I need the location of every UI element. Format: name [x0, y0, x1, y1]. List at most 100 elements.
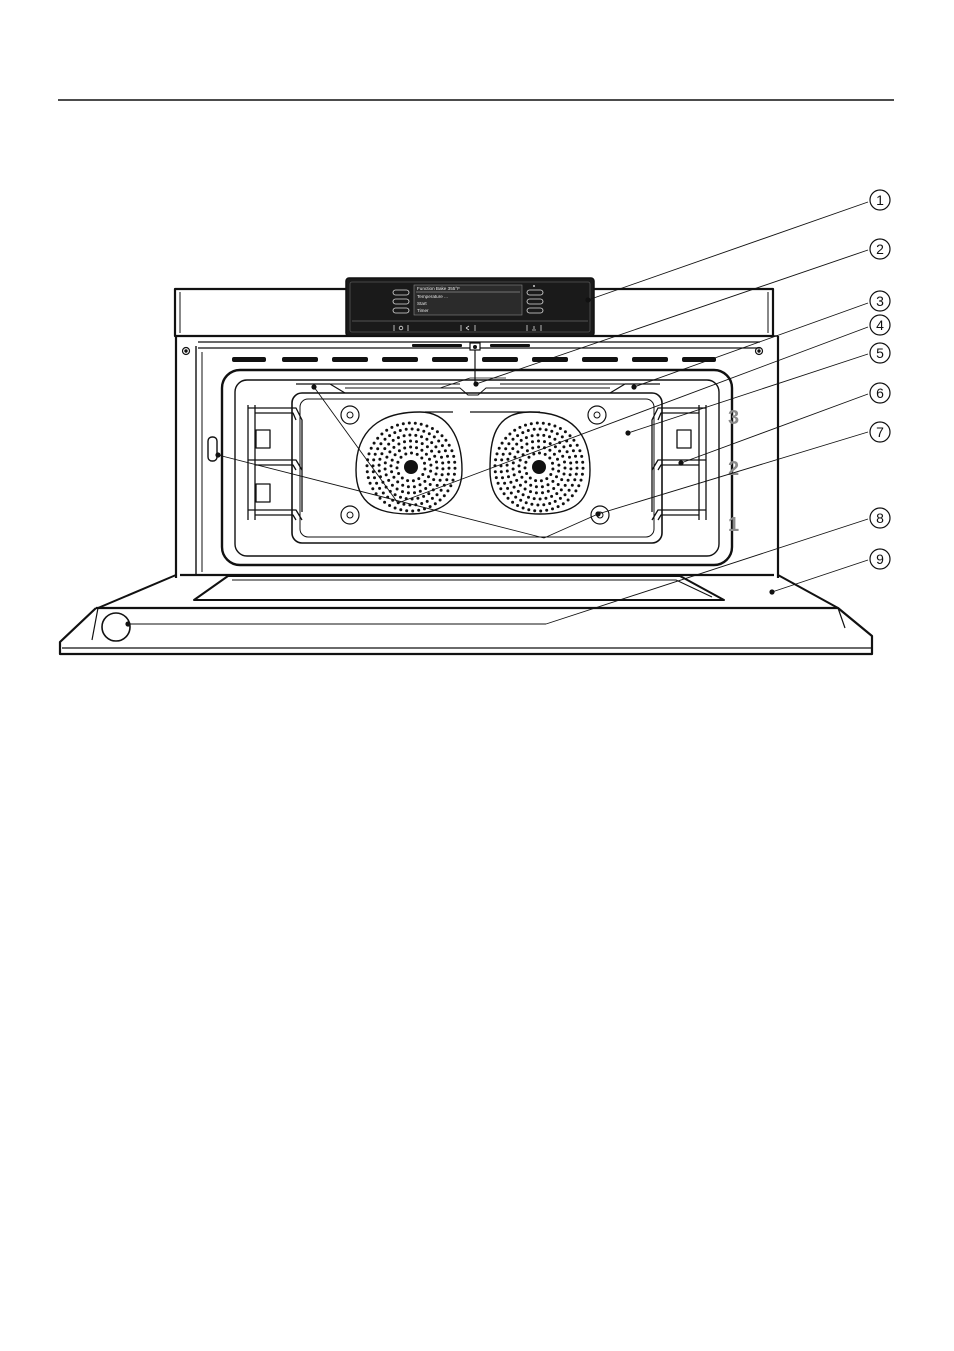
- perforation-dot: [519, 499, 522, 502]
- perforation-dot: [414, 422, 417, 425]
- perforation-dot: [506, 487, 509, 490]
- perforation-dot: [540, 479, 543, 482]
- perforation-dot: [379, 442, 382, 445]
- perforation-dot: [573, 478, 576, 481]
- perforation-dot: [556, 458, 559, 461]
- perforation-dot: [557, 505, 560, 508]
- perforation-dot: [503, 482, 506, 485]
- perforation-dot: [404, 453, 407, 456]
- perforation-dot: [425, 453, 428, 456]
- perforation-dot: [431, 427, 434, 430]
- perforation-dot: [401, 477, 404, 480]
- perforation-dot: [535, 491, 538, 494]
- perforation-dot: [564, 430, 567, 433]
- perforation-dot: [520, 439, 523, 442]
- display-line-4: Timer: [417, 308, 429, 313]
- perforation-dot: [494, 470, 497, 473]
- perforation-dot: [520, 446, 523, 449]
- perforation-dot: [384, 461, 387, 464]
- perforation-dot: [449, 484, 452, 487]
- perforation-dot: [368, 452, 371, 455]
- perforation-dot: [518, 426, 521, 429]
- callout-2: 2: [870, 239, 890, 259]
- perforation-dot: [548, 457, 551, 460]
- perforation-dot: [531, 434, 534, 437]
- perforation-dot: [510, 492, 513, 495]
- perforation-dot: [378, 464, 381, 467]
- perforation-dot: [393, 431, 396, 434]
- perforation-dot: [539, 428, 542, 431]
- perforation-dot: [494, 458, 497, 461]
- display-line-3: Start: [417, 301, 427, 306]
- svg-text:3: 3: [876, 293, 884, 309]
- perforation-dot: [534, 479, 537, 482]
- perforation-dot: [422, 430, 425, 433]
- perforation-dot: [447, 473, 450, 476]
- perforation-dot: [569, 444, 572, 447]
- perforation-dot: [564, 467, 567, 470]
- perforation-dot: [553, 425, 556, 428]
- perforation-dot: [561, 435, 564, 438]
- callout-markers: 1 2 3 4 5 6 7 8 9: [870, 190, 890, 569]
- perforation-dot: [580, 479, 583, 482]
- perforation-dot: [425, 425, 428, 428]
- perforation-dot: [436, 467, 439, 470]
- perforation-dot: [420, 423, 423, 426]
- perforation-dot: [396, 488, 399, 491]
- perforation-dot: [392, 439, 395, 442]
- perforation-dot: [539, 498, 542, 501]
- perforation-dot: [578, 449, 581, 452]
- perforation-dot: [528, 456, 531, 459]
- perforation-dot: [399, 496, 402, 499]
- perforation-dot: [415, 440, 418, 443]
- perforation-dot: [550, 430, 553, 433]
- svg-text:5: 5: [876, 345, 884, 361]
- perforation-dot: [527, 508, 530, 511]
- perforation-dot: [419, 490, 422, 493]
- perforation-dot: [516, 450, 519, 453]
- perforation-dot: [423, 468, 426, 471]
- perforation-dot: [371, 487, 374, 490]
- perforation-dot: [542, 434, 545, 437]
- callout-5: 5: [870, 343, 890, 363]
- perforation-dot: [568, 489, 571, 492]
- perforation-dot: [390, 426, 393, 429]
- perforation-dot: [536, 422, 539, 425]
- perforation-dot: [373, 442, 376, 445]
- perforation-dot: [529, 477, 532, 480]
- perforation-dot: [411, 510, 414, 513]
- perforation-dot: [563, 461, 566, 464]
- perforation-dot: [572, 439, 575, 442]
- perforation-dot: [524, 466, 527, 469]
- perforation-dot: [581, 473, 584, 476]
- perforation-dot: [531, 440, 534, 443]
- perforation-dot: [421, 442, 424, 445]
- perforation-dot: [417, 509, 420, 512]
- perforation-dot: [513, 456, 516, 459]
- perforation-dot: [446, 455, 449, 458]
- shelf-level-1: 1: [728, 514, 739, 536]
- perforation-dot: [545, 477, 548, 480]
- perforation-dot: [414, 434, 417, 437]
- svg-text:1: 1: [876, 192, 884, 208]
- perforation-dot: [403, 440, 406, 443]
- perforation-dot: [563, 473, 566, 476]
- perforation-dot: [427, 492, 430, 495]
- perforation-dot: [403, 447, 406, 450]
- perforation-dot: [429, 505, 432, 508]
- perforation-dot: [448, 444, 451, 447]
- perforation-dot: [574, 489, 577, 492]
- perforation-dot: [564, 493, 567, 496]
- perforation-dot: [502, 453, 505, 456]
- perforation-dot: [436, 484, 439, 487]
- perforation-dot: [525, 501, 528, 504]
- perforation-dot: [367, 476, 370, 479]
- perforation-dot: [391, 459, 394, 462]
- perforation-dot: [390, 470, 393, 473]
- perforation-dot: [537, 446, 540, 449]
- perforation-dot: [497, 482, 500, 485]
- perforation-dot: [558, 450, 561, 453]
- perforation-dot: [443, 494, 446, 497]
- perforation-dot: [582, 467, 585, 470]
- perforation-dot: [409, 440, 412, 443]
